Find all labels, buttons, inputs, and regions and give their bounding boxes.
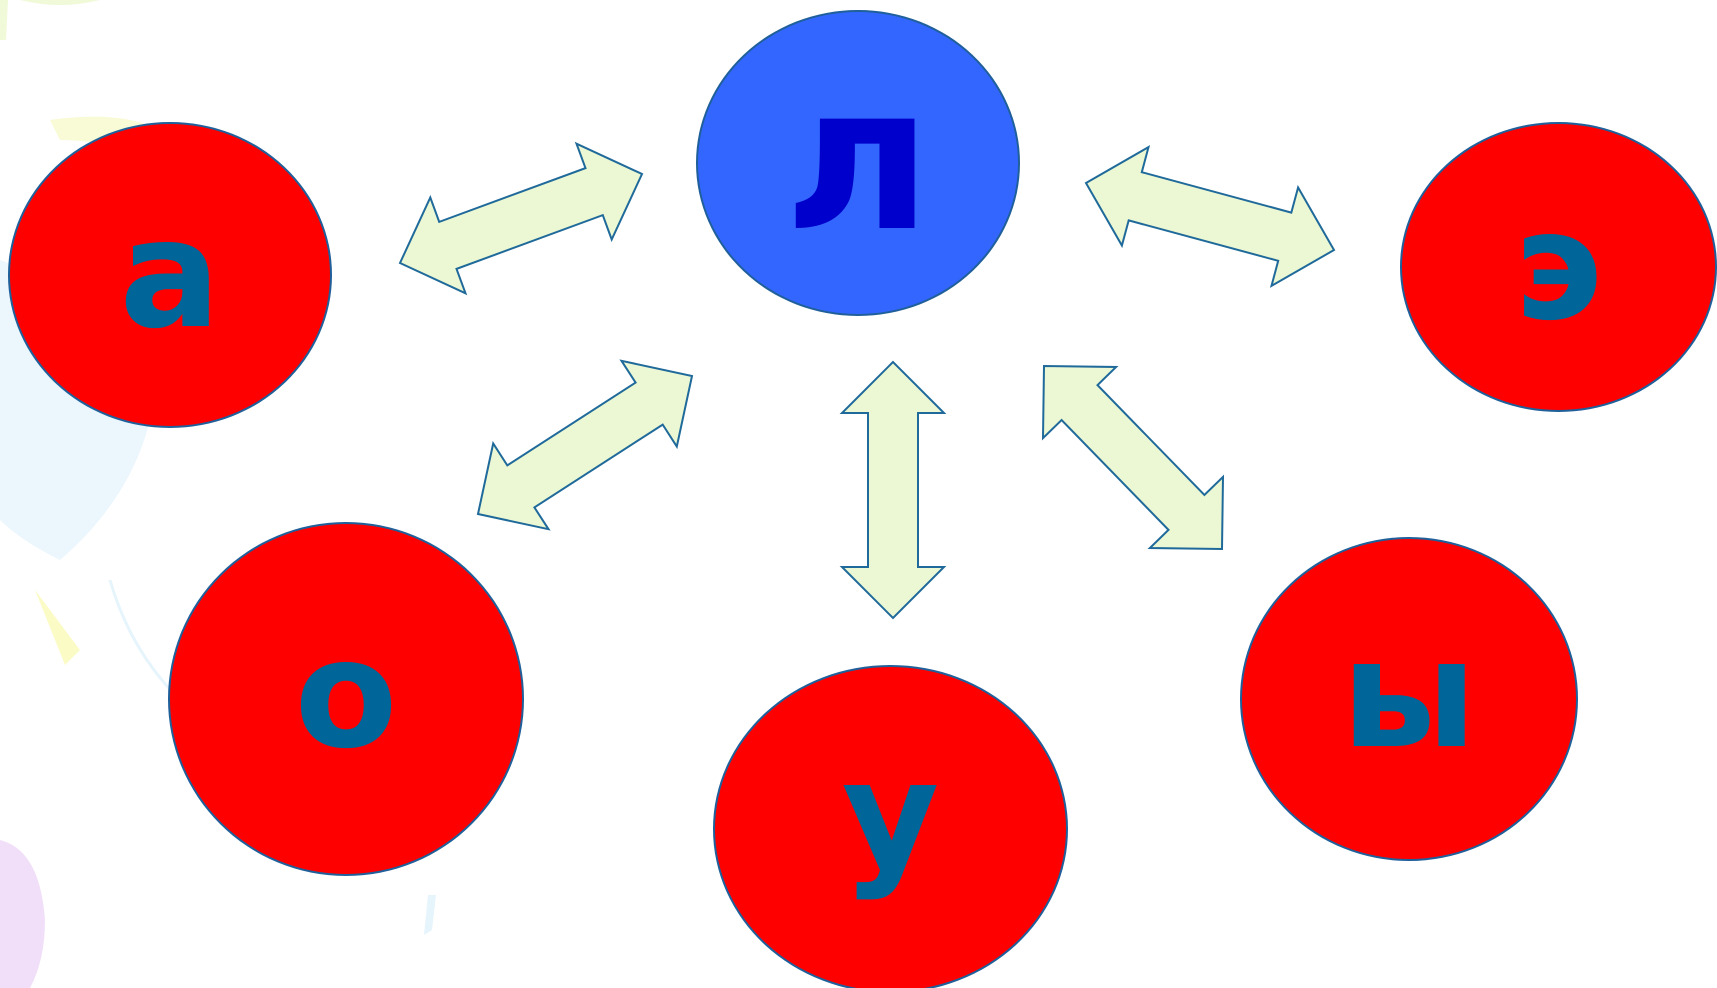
bg-green-shape [20,0,100,5]
vowel-circle-y: ы [1240,537,1578,861]
vowel-circle-u: у [713,665,1068,988]
bg-blue-flake [424,895,436,935]
bg-yellow-shard [35,590,80,665]
vowel-letter-y: ы [1341,608,1477,782]
vowel-circle-o: о [168,522,524,876]
arrow-center-to-u [839,360,947,620]
bg-purple-shape [0,840,45,988]
vowel-letter-e: э [1514,180,1603,354]
vowel-circle-e: э [1400,122,1717,412]
consonant-circle-l: л [696,10,1020,316]
arrow-center-to-a [398,141,644,296]
vowel-letter-a: а [119,188,221,362]
arrow-center-to-o [476,359,694,531]
vowel-letter-o: о [294,608,398,782]
vowel-letter-u: у [841,729,940,903]
arrow-center-to-y [1041,364,1225,551]
consonant-letter: л [784,43,932,276]
arrow-center-to-e [1084,145,1336,288]
vowel-circle-a: а [8,122,332,428]
bg-green-strip [0,0,8,40]
